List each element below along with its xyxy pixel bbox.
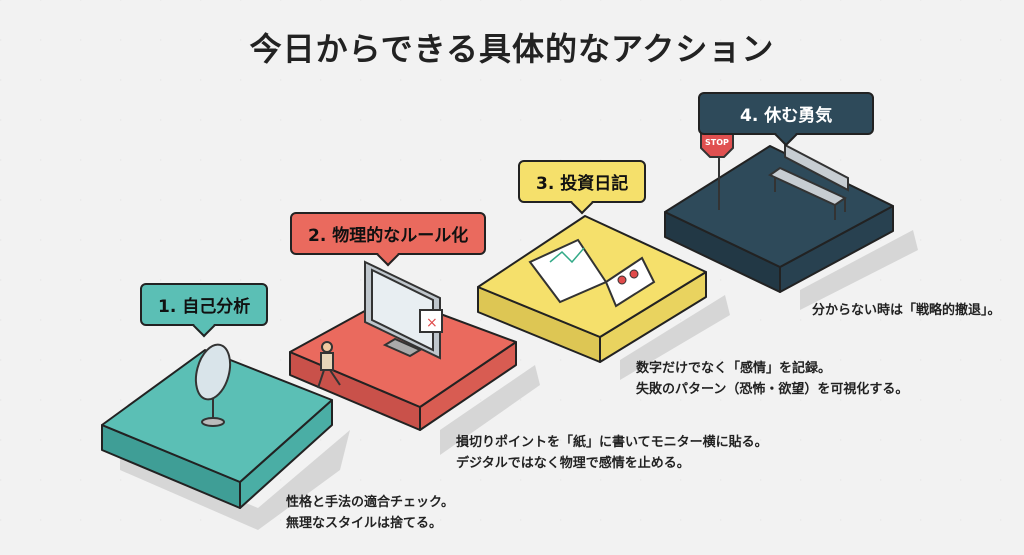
journal-icon [528,238,656,308]
page-title: 今日からできる具体的なアクション [249,30,775,68]
step-4-description: 分からない時は「戦略的撤退」。 [812,300,1001,321]
platform-2 [289,295,517,431]
step-1-label: 1. 自己分析 [140,283,269,326]
description-line: 無理なスタイルは捨てる。 [286,516,443,531]
step-2-label: 2. 物理的なルール化 [290,212,487,255]
step-1-description: 性格と手法の適合チェック。 無理なスタイルは捨てる。 [286,492,454,534]
description-line: 損切りポイントを「紙」に書いてモニター横に貼る。 [456,435,768,450]
svg-text:×: × [426,315,438,331]
bench-icon [768,143,849,220]
platform-1 [101,349,333,509]
description-line: 数字だけでなく「感情」を記録。 [636,361,832,376]
platform-4 [664,145,894,293]
description-line: デジタルではなく物理で感情を止める。 [456,456,690,471]
step-4-label: 4. 休む勇気 [698,92,875,135]
step-3-label: 3. 投資日記 [518,160,647,203]
platform-shadows [120,230,918,530]
monitor-icon: × [364,260,443,360]
description-line: 性格と手法の適合チェック。 [286,495,454,510]
person-icon [317,341,341,389]
step-2-description: 損切りポイントを「紙」に書いてモニター横に貼る。 デジタルではなく物理で感情を止… [456,432,768,474]
step-3-description: 数字だけでなく「感情」を記録。 失敗のパターン（恐怖・欲望）を可視化する。 [636,358,908,400]
stop-sign-text: STOP [705,138,729,147]
description-line: 分からない時は「戦略的撤退」。 [812,303,1001,318]
mirror-icon [194,343,232,427]
description-line: 失敗のパターン（恐怖・欲望）を可視化する。 [636,382,909,397]
